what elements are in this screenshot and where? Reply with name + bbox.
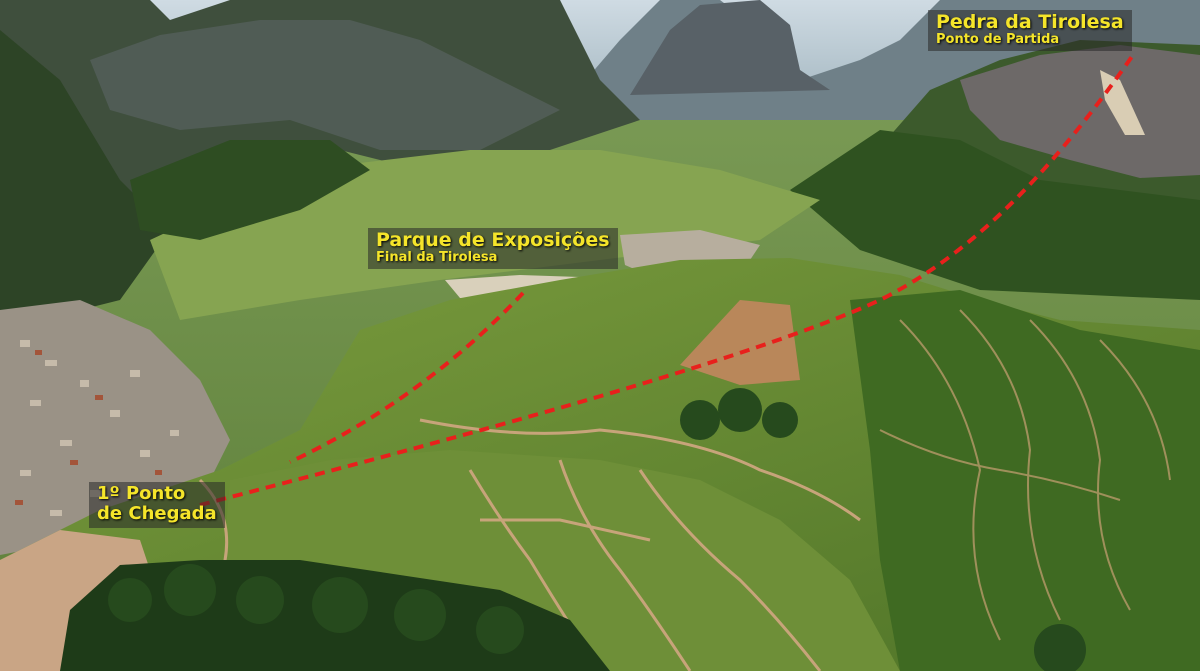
label-first-line1: 1º Ponto [97, 483, 186, 504]
terrace-lines [879, 309, 1171, 641]
label-park-subtitle: Final da Tirolesa [376, 249, 498, 265]
zipline-route-park [289, 291, 525, 464]
left-rock-face [90, 20, 560, 150]
label-start-point: Pedra da Tirolesa Ponto de Partida [928, 10, 1132, 52]
label-start-title: Pedra da Tirolesa [936, 11, 1124, 33]
right-rock-face [960, 45, 1200, 178]
peak-pedra [630, 0, 830, 95]
right-slope [790, 130, 1200, 300]
left-edge-slope [0, 30, 170, 330]
forest-band [130, 140, 370, 240]
label-start-subtitle: Ponto de Partida [936, 31, 1060, 47]
terraced-fields-right [850, 290, 1200, 671]
label-first-line2: de Chegada [97, 502, 217, 524]
label-first-arrival: 1º Ponto de Chegada [89, 482, 225, 528]
label-exposition-park: Parque de Exposições Final da Tirolesa [368, 228, 618, 270]
zipline-route-main [199, 53, 1135, 507]
label-park-title: Parque de Exposições [376, 229, 610, 251]
tree-clumps [108, 388, 1086, 671]
